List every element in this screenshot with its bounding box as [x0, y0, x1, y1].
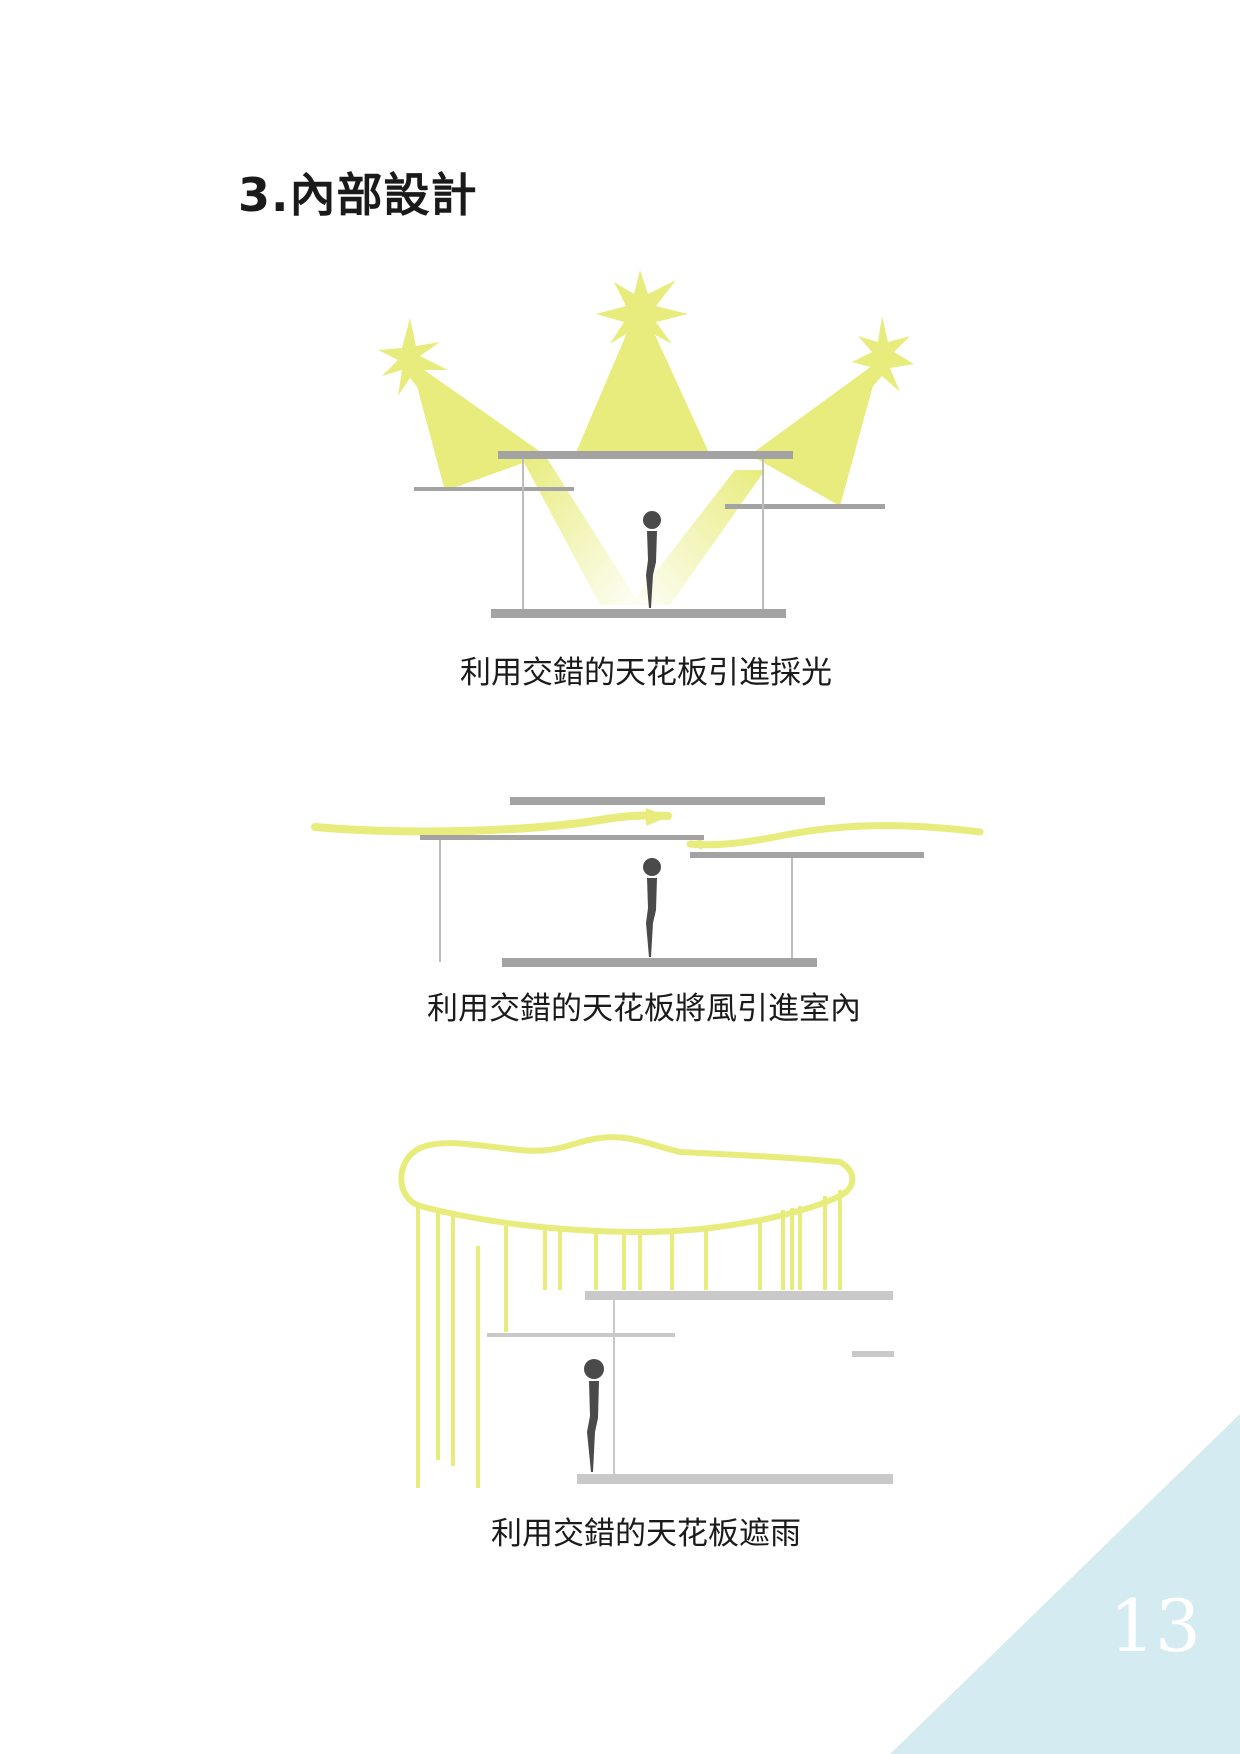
roof-slab-right [852, 1351, 894, 1357]
floor-slab [502, 958, 817, 967]
roof-slab-left [420, 835, 704, 840]
column [791, 858, 793, 958]
column [522, 459, 524, 609]
light-beam-right [750, 360, 880, 506]
person-figure [584, 1359, 604, 1472]
roof-slab-top [498, 451, 793, 459]
roof-slab-top [510, 797, 825, 805]
column [439, 840, 441, 962]
ventilation-caption: 利用交錯的天花板將風引進室內 [427, 991, 861, 1027]
wind-arrow-icon [690, 838, 702, 850]
roof-slab-right [690, 852, 924, 858]
roof-slab-right [725, 504, 885, 509]
rain-streaks [416, 1190, 842, 1488]
wind-flow-right [699, 824, 881, 846]
rain-cloud [398, 1134, 856, 1235]
roof-slab-left [487, 1333, 675, 1337]
light-beam-inner-right [630, 470, 765, 605]
daylight-caption: 利用交錯的天花板引進採光 [460, 655, 832, 691]
light-beam-inner-left [520, 455, 640, 605]
floor-slab [577, 1474, 893, 1484]
column [762, 459, 764, 609]
wind-arrow-icon [646, 808, 668, 826]
wind-flow-left [439, 816, 641, 836]
roof-slab-left [414, 487, 574, 491]
sun-icon [378, 270, 914, 398]
page-title: 3.內部設計 [238, 168, 478, 222]
floor-slab [491, 609, 786, 618]
rain-shelter-caption: 利用交錯的天花板遮雨 [491, 1516, 801, 1552]
person-figure [643, 511, 661, 608]
page-number: 13 [1109, 1584, 1201, 1668]
person-figure [643, 858, 661, 957]
light-beam-center [575, 302, 710, 455]
column [613, 1300, 615, 1474]
roof-slab-top [585, 1291, 893, 1300]
